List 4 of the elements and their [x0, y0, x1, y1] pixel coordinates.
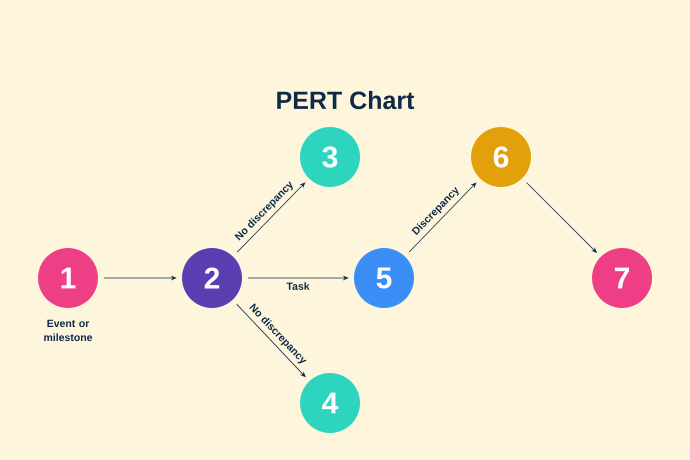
edge-label: Task	[285, 281, 311, 291]
node-caption: Event or milestone	[44, 320, 92, 342]
arrow	[236, 304, 306, 378]
title: PERT Chart	[277, 90, 414, 110]
